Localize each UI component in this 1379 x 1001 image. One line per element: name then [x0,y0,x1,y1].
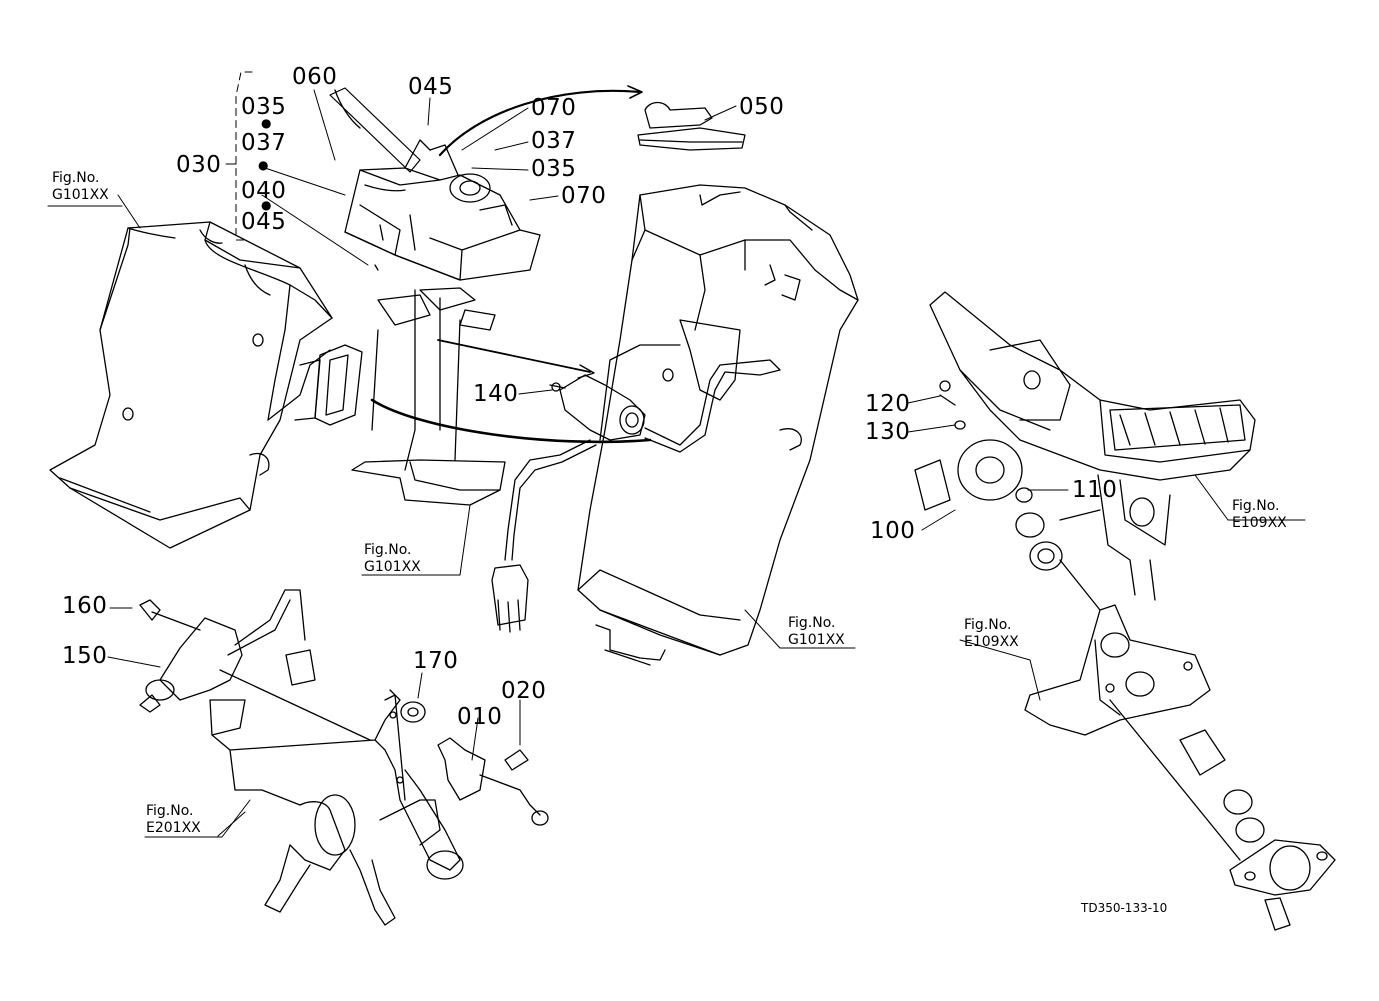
steering-column [351,289,506,506]
switch-housing [329,87,541,331]
sensor-150-assembly [139,589,464,926]
callout-060: 060 [292,64,338,90]
callout-150: 150 [62,643,108,669]
connector-block [294,344,363,426]
callout-050: 050 [739,94,785,120]
fig-ref-g101-left: Fig.No. G101XX [52,170,109,204]
callout-030: 030 [176,152,222,178]
drawing-code: TD350-133-10 [1081,901,1168,915]
bullet-marker: ● [261,116,272,130]
fig-ref-prefix: Fig.No. [146,803,194,819]
callout-035-right: 035 [531,156,577,182]
rubber-boot [637,101,746,151]
callout-045-top: 045 [408,74,454,100]
callout-020: 020 [501,678,547,704]
sensor-140 [491,359,781,633]
callout-160: 160 [62,593,108,619]
callout-120: 120 [865,391,911,417]
callout-070-top: 070 [531,95,577,121]
fig-ref-g101-center: Fig.No. G101XX [364,542,421,576]
callout-045-left: 045 [241,209,287,235]
callout-040: 040 [241,178,287,204]
fig-ref-e201-bottom: Fig.No. E201XX [146,803,201,837]
leader-lines [47,71,1306,838]
fig-ref-code: G101XX [788,632,845,648]
fig-ref-prefix: Fig.No. [1232,498,1280,514]
callout-070-right: 070 [561,183,607,209]
fig-ref-code: E109XX [964,634,1019,650]
fig-ref-prefix: Fig.No. [364,542,412,558]
callout-140: 140 [473,381,519,407]
pedal-assembly [914,291,1336,931]
fig-ref-prefix: Fig.No. [52,170,100,186]
fig-ref-prefix: Fig.No. [964,617,1012,633]
fig-ref-code: G101XX [52,187,109,203]
assembly-arrows [370,85,652,444]
callout-035-left: 035 [241,94,287,120]
fig-ref-e109-bottom: Fig.No. E109XX [964,617,1019,651]
fig-ref-e109-right: Fig.No. E109XX [1232,498,1287,532]
fig-ref-code: E201XX [146,820,201,836]
right-cover-panel [577,184,859,666]
fig-ref-code: E109XX [1232,515,1287,531]
fig-ref-prefix: Fig.No. [788,615,836,631]
callout-037-right: 037 [531,128,577,154]
fig-ref-code: G101XX [364,559,421,575]
fig-ref-g101-right: Fig.No. G101XX [788,615,845,649]
callout-100: 100 [870,518,916,544]
switch-010-assembly [400,701,549,826]
callout-170: 170 [413,648,459,674]
bullet-marker: ● [261,198,272,212]
callout-110: 110 [1072,477,1118,503]
left-cover-panel [49,221,333,549]
callout-037-left: 037 [241,130,287,156]
bullet-marker: ● [258,158,269,172]
callout-010: 010 [457,704,503,730]
callout-130: 130 [865,419,911,445]
